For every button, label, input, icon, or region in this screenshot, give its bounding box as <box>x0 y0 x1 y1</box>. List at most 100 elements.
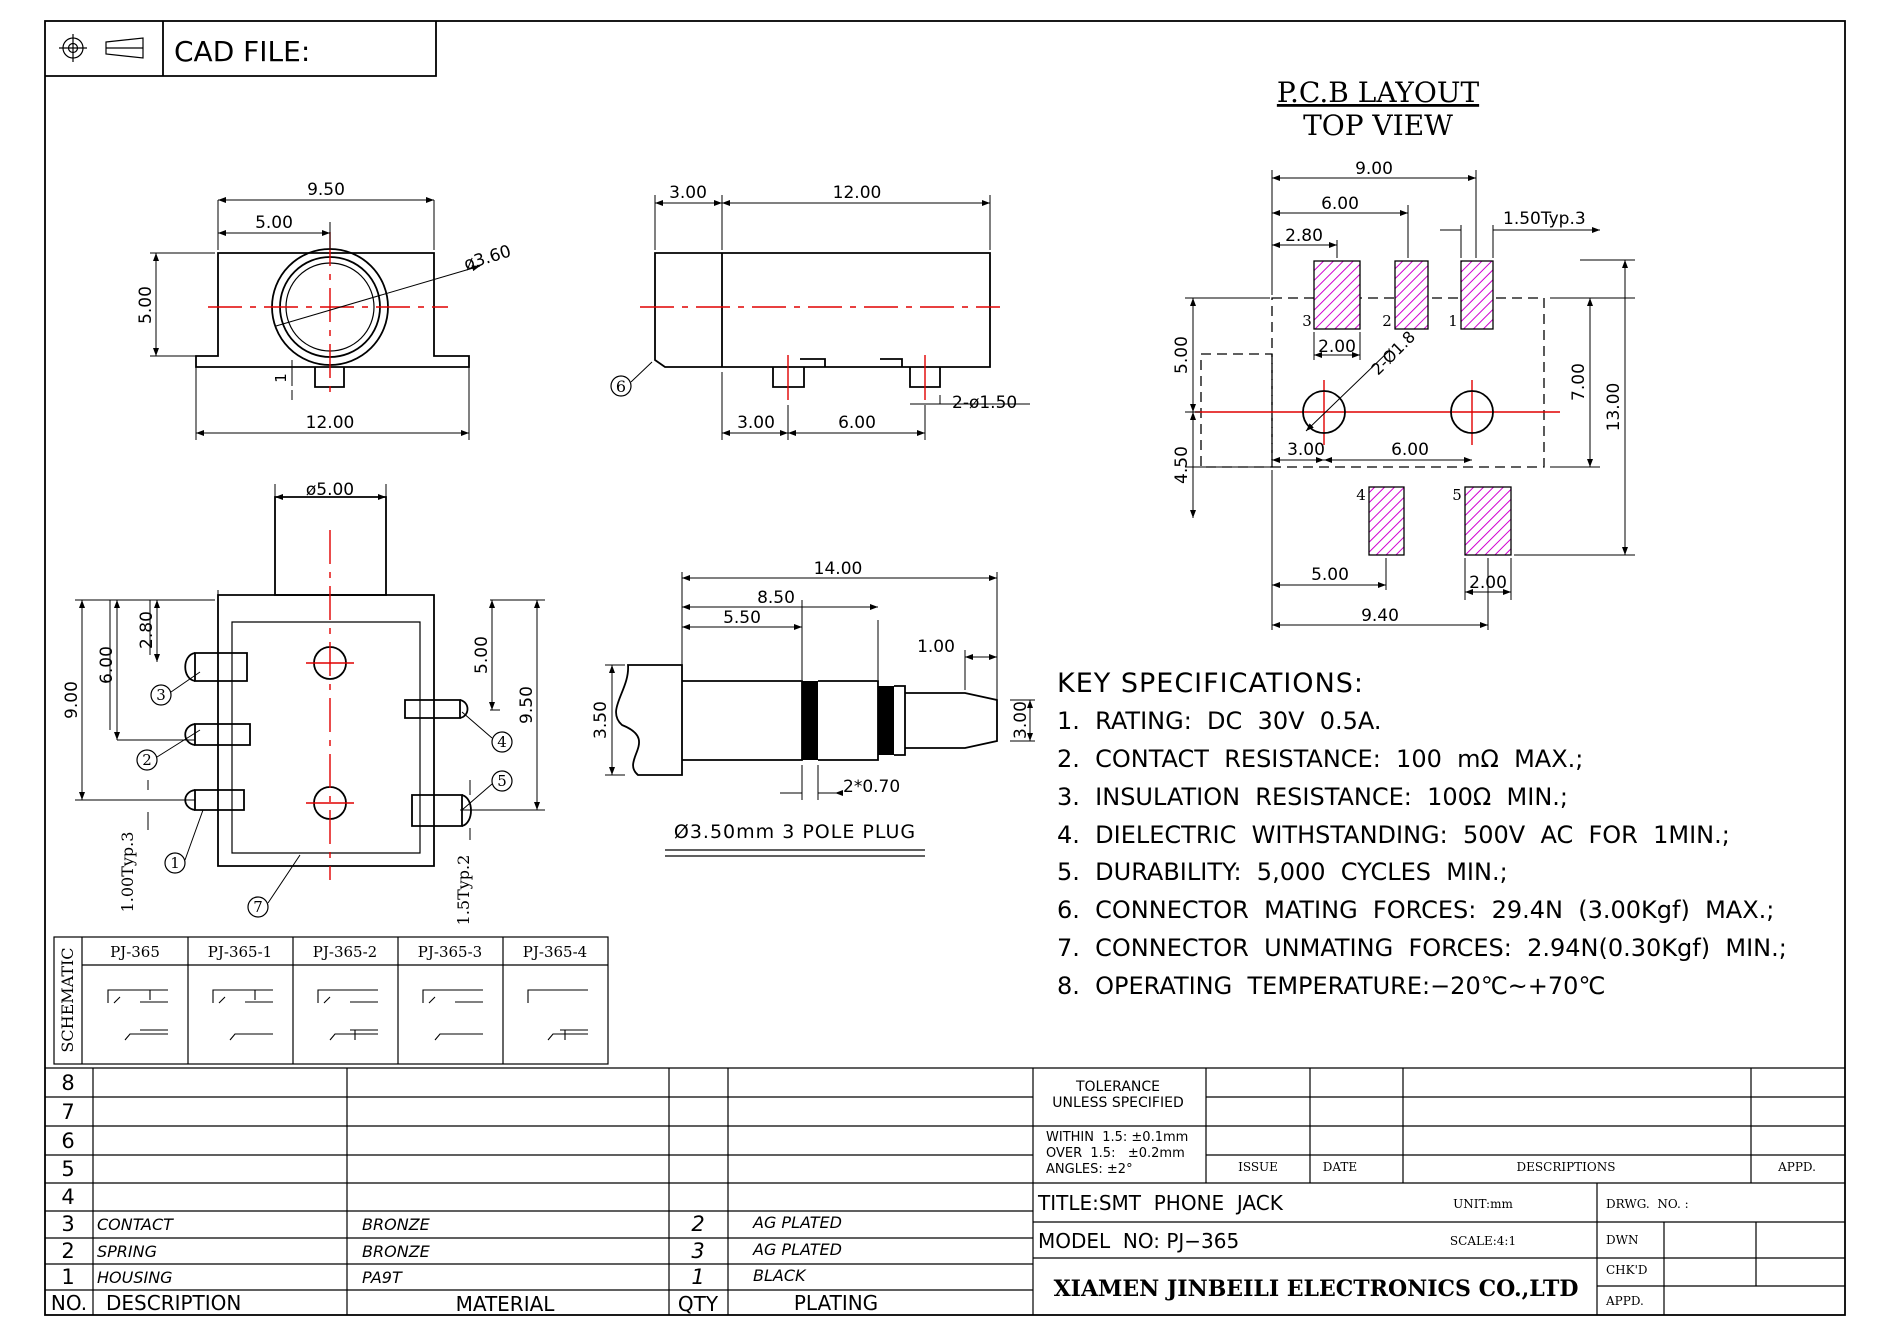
bottom-view <box>75 484 545 918</box>
pad-5 <box>1464 486 1512 556</box>
bom-r1-material: PA9T <box>362 1268 403 1287</box>
chkd-label: CHK'D <box>1606 1263 1648 1277</box>
schematic-model-2: PJ-365-1 <box>208 943 272 961</box>
plug-dim-350: 3.50 <box>591 701 611 739</box>
drawing-title: TITLE:SMT PHONE JACK <box>1037 1191 1284 1215</box>
bom-r2-no: 2 <box>61 1239 74 1263</box>
front-view <box>150 197 481 440</box>
bom-r3-material: BRONZE <box>362 1215 431 1234</box>
bom-r3-qty: 2 <box>691 1212 704 1236</box>
bottom-dim-280: 2.80 <box>137 611 157 649</box>
side-view <box>610 195 1030 440</box>
callout-5: 5 <box>497 772 507 790</box>
callout-3: 3 <box>156 686 166 704</box>
pad-2 <box>1394 260 1429 330</box>
dim-side-1200: 12.00 <box>833 183 882 203</box>
spec-item-7: 7. CONNECTOR UNMATING FORCES: 2.94N(0.30… <box>1057 934 1787 962</box>
pcb-dim-280: 2.80 <box>1285 226 1323 246</box>
drawing-frame <box>44 20 1846 1316</box>
specs-title: KEY SPECIFICATIONS: <box>1057 668 1364 699</box>
callout-7: 7 <box>253 898 263 916</box>
bom-r1-plating: BLACK <box>753 1266 807 1285</box>
schematic-model-3: PJ-365-2 <box>313 943 377 961</box>
dim-front-1200: 12.00 <box>306 413 355 433</box>
descriptions-label: DESCRIPTIONS <box>1517 1160 1616 1174</box>
plug-dim-850: 8.50 <box>757 588 795 608</box>
bom-row-5: 5 <box>61 1157 74 1181</box>
pcb-dim-pad-typ: 1.50Typ.3 <box>1503 209 1586 229</box>
pad-1 <box>1460 260 1494 330</box>
pcb-dim-600b: 6.00 <box>1391 440 1429 460</box>
spec-item-2: 2. CONTACT RESISTANCE: 100 mΩ MAX.; <box>1057 745 1583 773</box>
callout-1: 1 <box>170 854 180 872</box>
pad-3 <box>1313 260 1361 330</box>
bottom-dim-r950: 9.50 <box>517 686 537 724</box>
appd2-label: APPD. <box>1605 1294 1644 1308</box>
plug-drawing <box>605 572 1035 857</box>
pad-4 <box>1368 486 1405 556</box>
callout-4: 4 <box>497 733 507 751</box>
pcb-dim-500: 5.00 <box>1311 565 1349 585</box>
pcb-pin-2: 2 <box>1382 312 1392 330</box>
pcb-subtitle: TOP VIEW <box>1303 109 1453 142</box>
unit-label: UNIT:mm <box>1453 1197 1513 1211</box>
plug-dim-100: 1.00 <box>917 637 955 657</box>
drwg-no-label: DRWG. NO. : <box>1606 1197 1689 1211</box>
title-block <box>1033 1067 1845 1315</box>
pcb-title: P.C.B LAYOUT <box>1277 76 1480 109</box>
bom-r2-desc: SPRING <box>97 1242 157 1261</box>
bom-r2-plating: AG PLATED <box>752 1240 842 1259</box>
pcb-dim-200b: 2.00 <box>1469 573 1507 593</box>
projection-symbol-icon <box>59 34 144 62</box>
company-name: XIAMEN JINBEILI ELECTRONICS CO.,LTD <box>1054 1276 1579 1302</box>
pcb-dim-900: 9.00 <box>1355 159 1393 179</box>
dim-side-pin: 2-ø1.50 <box>952 393 1017 413</box>
tolerance-title: TOLERANCE <box>1075 1079 1160 1095</box>
callout-6: 6 <box>616 377 626 396</box>
issue-label: ISSUE <box>1238 1160 1278 1174</box>
bom-r3-plating: AG PLATED <box>752 1213 842 1232</box>
dim-front-one: 1 <box>272 373 290 383</box>
pcb-dim-200a: 2.00 <box>1318 337 1356 357</box>
bom-r1-qty: 1 <box>691 1265 704 1289</box>
bom-row-8: 8 <box>61 1071 74 1095</box>
cad-file-label: CAD FILE: <box>174 35 310 68</box>
pcb-pin-1: 1 <box>1448 312 1458 330</box>
spec-item-6: 6. CONNECTOR MATING FORCES: 29.4N (3.00K… <box>1057 896 1774 924</box>
date-label: DATE <box>1323 1160 1357 1174</box>
bom-header-desc: DESCRIPTION <box>106 1291 241 1315</box>
pcb-pin-4: 4 <box>1356 486 1366 504</box>
bom-r1-desc: HOUSING <box>97 1268 173 1287</box>
bom-row-4: 4 <box>61 1185 74 1209</box>
bom-r2-material: BRONZE <box>362 1242 431 1261</box>
bottom-dim-typ3: 1.00Typ.3 <box>118 832 137 913</box>
bom-r1-no: 1 <box>61 1265 74 1289</box>
bom-r3-no: 3 <box>61 1212 74 1236</box>
schematic-model-4: PJ-365-3 <box>418 943 482 961</box>
pcb-dim-h1300: 13.00 <box>1604 383 1624 432</box>
pcb-dim-940: 9.40 <box>1361 606 1399 626</box>
pcb-dim-300: 3.00 <box>1287 440 1325 460</box>
plug-caption: Ø3.50mm 3 POLE PLUG <box>674 821 916 843</box>
bottom-dim-600: 6.00 <box>97 646 117 684</box>
spec-item-4: 4. DIELECTRIC WITHSTANDING: 500V AC FOR … <box>1057 821 1730 849</box>
tolerance-line-2: OVER 1.5: ±0.2mm <box>1046 1146 1185 1161</box>
plug-dim-300: 3.00 <box>1011 701 1031 739</box>
schematic-model-5: PJ-365-4 <box>523 943 587 961</box>
schematic-model-1: PJ-365 <box>110 943 160 961</box>
schematic-table <box>53 936 609 1065</box>
pcb-pin-3: 3 <box>1302 312 1312 330</box>
bom-table <box>45 1067 1034 1315</box>
bom-row-6: 6 <box>61 1129 74 1153</box>
dim-front-500: 5.00 <box>255 213 293 233</box>
spec-item-5: 5. DURABILITY: 5,000 CYCLES MIN.; <box>1057 858 1508 886</box>
plug-dim-550: 5.50 <box>723 608 761 628</box>
model-no: MODEL NO: PJ−365 <box>1038 1229 1239 1253</box>
pcb-dim-hole: 2-Ø1.8 <box>1367 327 1419 379</box>
bom-r3-desc: CONTACT <box>97 1215 174 1234</box>
scale-label: SCALE:4:1 <box>1450 1234 1516 1248</box>
tolerance-line-3: ANGLES: ±2° <box>1046 1162 1133 1177</box>
spec-item-3: 3. INSULATION RESISTANCE: 100Ω MIN.; <box>1057 783 1568 811</box>
bom-header-qty: QTY <box>678 1292 719 1316</box>
